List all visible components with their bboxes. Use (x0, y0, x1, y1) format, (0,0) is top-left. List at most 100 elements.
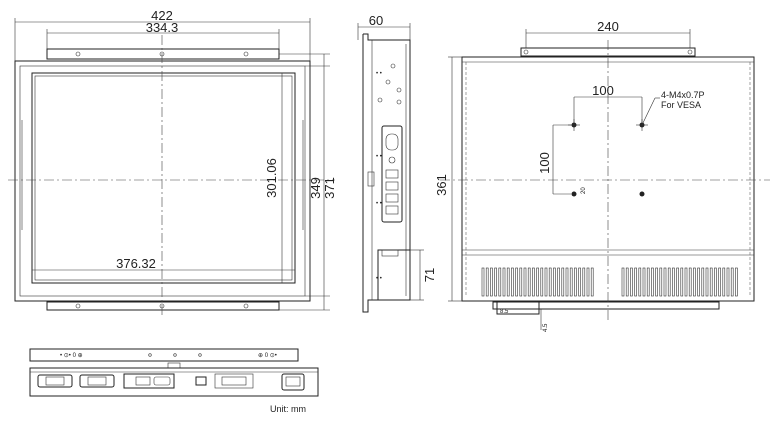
vent-slot (709, 267, 713, 297)
dim-rear-height: 361 (434, 174, 449, 196)
vent-slot (582, 267, 586, 297)
vent-slot (553, 267, 556, 297)
vent-slot (638, 267, 642, 297)
ac-inlet-icon (281, 373, 305, 391)
port-inner (87, 376, 107, 386)
vent-slot (651, 267, 654, 297)
bracket-hole (523, 49, 529, 55)
dim-vesa-horizontal: 100 (592, 83, 614, 98)
bracket-hole (75, 51, 81, 57)
dim-screen-height: 301.06 (264, 158, 279, 198)
front-view: 422 334.3 376.32 301.06 349 371 (8, 8, 337, 318)
screen-area (31, 72, 296, 284)
dim-small-a: 20 (581, 187, 587, 194)
dim-vesa-vertical: 100 (537, 152, 552, 174)
vent-slot (642, 267, 646, 297)
vent-slot (701, 267, 705, 297)
vent-slot (625, 267, 629, 297)
vent-slot (519, 267, 523, 297)
vent-slot (536, 267, 539, 297)
vent-slot (634, 267, 637, 297)
vent-slot (735, 267, 738, 297)
bottom-bracket (29, 348, 299, 362)
dc-jack-icon (135, 376, 151, 386)
bracket-hole (243, 303, 249, 309)
io-panel (29, 367, 319, 397)
vent-slots-right (621, 267, 738, 297)
vent-slot (527, 267, 531, 297)
osd-button-icon (385, 181, 399, 191)
dim-rear-bracket-span: 240 (597, 19, 619, 34)
screw-icon (390, 63, 396, 69)
vent-slot (718, 267, 721, 297)
vent-slot (646, 267, 650, 297)
rear-bracket-tab (496, 301, 540, 315)
mark: • • (376, 154, 382, 160)
vent-slot (697, 267, 700, 297)
vent-slot (532, 267, 535, 297)
bracket-notch (167, 362, 181, 369)
screw-icon (385, 79, 391, 85)
unit-label: Unit: mm (270, 404, 306, 414)
bracket-hole (687, 49, 693, 55)
vent-slot (630, 267, 633, 297)
vent-slot (498, 267, 502, 297)
vent-slot (722, 267, 726, 297)
side-tab (367, 171, 375, 187)
mark: ⊕ 0 ⊙• (258, 353, 277, 359)
vent-slot (663, 267, 667, 297)
hdmi-port-block (214, 373, 254, 389)
vent-slot (578, 267, 581, 297)
vent-slot (494, 267, 497, 297)
vent-slot (655, 267, 658, 297)
vent-slot (676, 267, 679, 297)
osd-control-panel (381, 125, 403, 223)
vent-slots-left (481, 267, 594, 297)
bracket-clip (381, 249, 399, 257)
bracket-hole (198, 353, 202, 357)
osd-button-icon (385, 169, 399, 179)
bottom-view: • ⊙• 0 ⊕ ⊕ 0 ⊙• (29, 348, 319, 397)
vent-slot (557, 267, 560, 297)
dim-overall-height: 371 (322, 177, 337, 199)
vent-slot (511, 267, 514, 297)
bracket-hole (243, 51, 249, 57)
dim-depth: 60 (369, 13, 383, 28)
vent-slot (540, 267, 544, 297)
vent-slot (548, 267, 552, 297)
vent-slot (506, 267, 510, 297)
dim-bracket-height: 71 (422, 268, 437, 282)
vent-slot (667, 267, 671, 297)
vent-slot (502, 267, 506, 297)
vent-slot (523, 267, 527, 297)
dim-small-c: 4.5 (543, 323, 549, 332)
vent-slot (569, 267, 573, 297)
screen-inner (34, 75, 293, 281)
vesa-hole-icon (639, 191, 645, 197)
vent-slot (586, 267, 590, 297)
usb-port-icon (195, 376, 207, 386)
side-view: 60 • • • • • • • • 71 (357, 13, 437, 313)
dim-small-b: 8.5 (500, 309, 509, 315)
video-port-block (123, 373, 175, 389)
screw-icon (377, 97, 383, 103)
mark: • • (376, 71, 382, 77)
vent-slot (672, 267, 675, 297)
mark: • • (376, 276, 382, 282)
rear-bottom-bracket (492, 301, 720, 310)
rear-view: 240 8.5 100 100 (434, 19, 770, 332)
vent-slot (515, 267, 518, 297)
vent-slot (481, 267, 485, 297)
osd-button-icon (385, 205, 399, 215)
vent-slot (730, 267, 734, 297)
vent-slot (693, 267, 696, 297)
vent-slot (485, 267, 489, 297)
hdmi-port-icon (221, 376, 247, 386)
vent-slot (621, 267, 625, 297)
ac-inlet-inner (285, 376, 301, 387)
vent-slot (659, 267, 663, 297)
port-inner (45, 376, 65, 386)
osd-button-icon (385, 193, 399, 203)
led-icon (388, 156, 396, 164)
mark: • • (376, 201, 382, 207)
